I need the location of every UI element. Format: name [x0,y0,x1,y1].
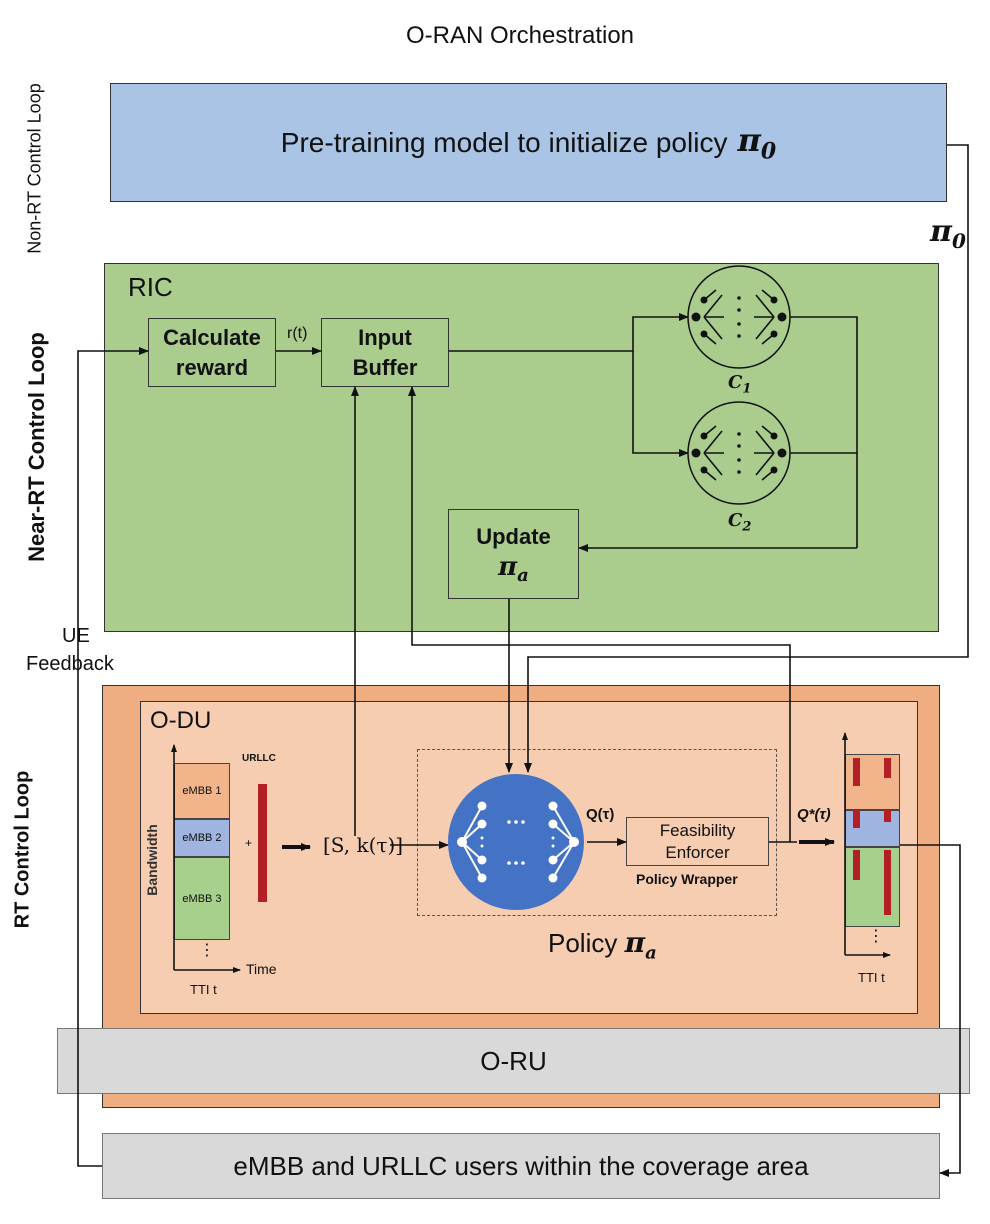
diagram-title: O-RAN Orchestration [405,22,635,49]
pi0-label: π0 [930,214,966,253]
embb2-label: eMBB 2 [182,832,222,844]
plus-sign: + [245,836,253,850]
q-tau-label: Q(τ) [586,806,615,823]
pi0-symbol: π [930,214,952,249]
odu-label: O-DU [150,707,212,734]
rt-loop-label: RT Control Loop [11,770,34,929]
out-urllc-bar-6 [884,850,891,915]
calculate-reward-text: Calculate reward [163,324,261,380]
ue-feedback-line2: Feedback [26,653,114,675]
oru-label: O-RU [480,1045,547,1076]
c1-symbol: C [728,372,743,393]
c2-symbol: C [728,510,743,531]
out-urllc-bar-4 [884,810,891,822]
bandwidth-label: Bandwidth [144,824,160,896]
time-label: Time [246,961,277,977]
feasibility-line2: Enforcer [665,842,730,862]
tti-label: TTI t [190,982,217,997]
update-pi-sub: a [517,565,529,587]
policy-pi-symbol: π [624,926,646,959]
out-urllc-bar-2 [884,758,891,778]
policy-label: Policy πa [548,926,657,964]
update-box: Update πa [448,509,579,599]
oru-box: O-RU [57,1028,970,1094]
embb3-block: eMBB 3 [174,857,230,940]
pretrain-text: Pre-training model to initialize policy [280,126,728,158]
out-grid-dots: ⋮ [868,928,884,945]
ue-feedback-label: UE Feedback [26,622,114,678]
feasibility-enforcer-box: Feasibility Enforcer [626,817,769,866]
input-buffer-text: Input Buffer [352,324,418,380]
c2-label: C2 [728,510,751,535]
embb3-label: eMBB 3 [182,892,222,905]
c2-sub: 2 [742,519,752,535]
feasibility-line1: Feasibility [659,820,736,840]
pretrain-box: Pre-training model to initialize policy … [110,83,947,202]
policy-wrapper-label: Policy Wrapper [636,871,738,887]
c1-label: C1 [728,372,751,397]
policy-pi-sub: a [645,942,657,964]
state-label: [S, k(τ)] [323,833,404,857]
update-text: Update [476,524,551,549]
pretrain-pi-sub: 0 [760,138,777,165]
users-label: eMBB and URLLC users within the coverage… [233,1150,809,1181]
out-urllc-bar-3 [853,810,860,828]
non-rt-loop-label: Non-RT Control Loop [24,83,45,254]
near-rt-loop-label: Near-RT Control Loop [24,332,49,562]
calculate-reward-box: Calculate reward [148,318,276,387]
update-pi-symbol: π [498,552,518,582]
pretrain-pi-symbol: π [737,120,761,159]
ric-label: RIC [128,272,173,302]
input-buffer-box: Input Buffer [321,318,449,387]
q-star-label: Q*(τ) [797,806,831,823]
embb2-block: eMBB 2 [174,819,230,857]
users-box: eMBB and URLLC users within the coverage… [102,1133,940,1199]
ue-feedback-line1: UE [62,625,90,647]
urllc-label: URLLC [242,753,276,764]
grid-dots: ⋮ [199,942,215,959]
embb1-label: eMBB 1 [182,785,222,797]
embb1-block: eMBB 1 [174,763,230,819]
rt-reward-label: r(t) [287,325,308,342]
urllc-bar [258,784,267,902]
c1-sub: 1 [742,381,752,397]
out-urllc-bar-5 [853,850,860,880]
out-urllc-bar-1 [853,758,860,786]
out-tti-label: TTI t [858,970,885,985]
policy-text: Policy [548,928,618,958]
pi0-sub: 0 [951,229,966,253]
